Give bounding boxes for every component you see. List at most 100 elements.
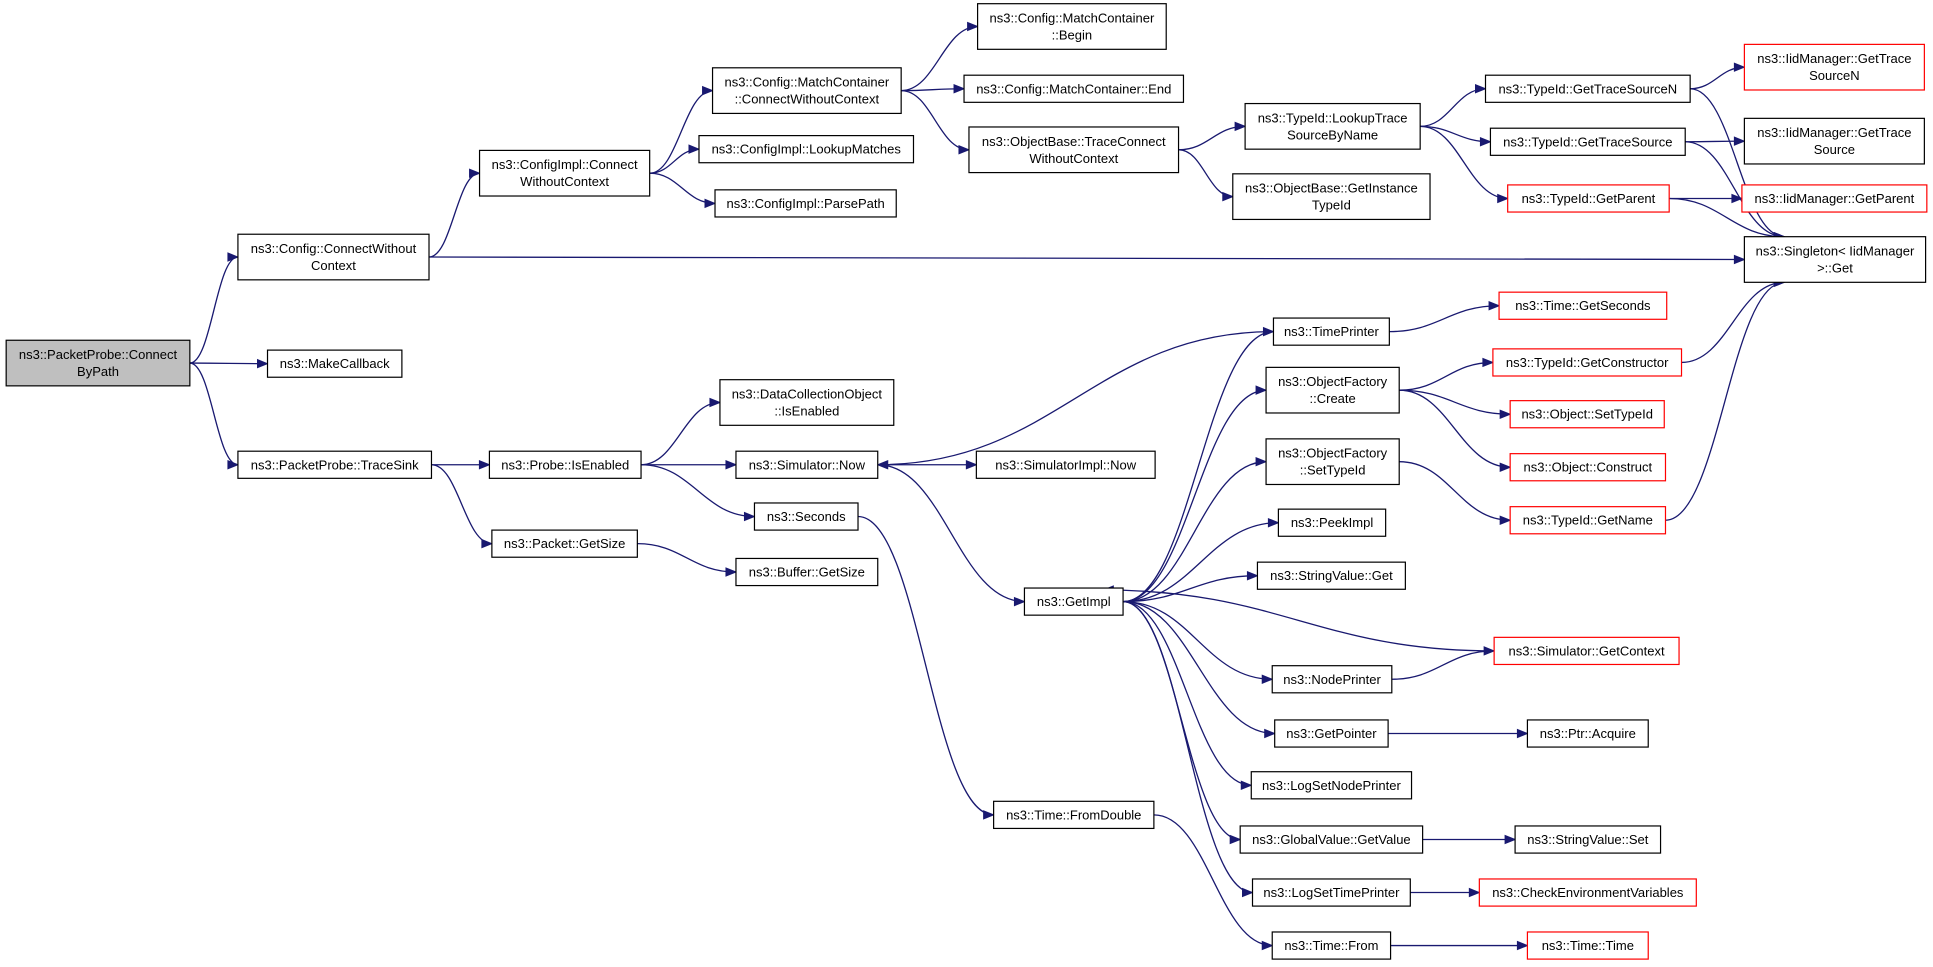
node-of-create[interactable]: ns3::ObjectFactory::Create <box>1265 366 1400 414</box>
node-buffer-getsize[interactable]: ns3::Buffer::GetSize <box>735 557 879 587</box>
arrowhead <box>1488 300 1501 311</box>
node-config-cwc[interactable]: ns3::Config::ConnectWithoutContext <box>237 233 430 281</box>
node-packet-getsize[interactable]: ns3::Packet::GetSize <box>491 529 638 558</box>
node-time-printer[interactable]: ns3::TimePrinter <box>1272 317 1390 346</box>
node-getimpl[interactable]: ns3::GetImpl <box>1023 587 1124 616</box>
node-node-printer[interactable]: ns3::NodePrinter <box>1271 665 1393 694</box>
node-peekimpl[interactable]: ns3::PeekImpl <box>1277 508 1387 537</box>
node-box <box>968 126 1180 174</box>
node-stringvalue-set[interactable]: ns3::StringValue::Set <box>1514 825 1662 854</box>
node-gv-getvalue[interactable]: ns3::GlobalValue::GetValue <box>1239 825 1424 854</box>
node-log-stp[interactable]: ns3::LogSetTimePrinter <box>1251 878 1411 907</box>
node-label: ns3::Config::ConnectWithout <box>251 241 417 256</box>
edge-time-printer-to-sim-now <box>877 330 1274 466</box>
arrowhead <box>1479 137 1492 147</box>
edge-getimpl-to-time-printer <box>1123 330 1274 603</box>
node-mc-end[interactable]: ns3::Config::MatchContainer::End <box>963 74 1185 103</box>
node-box <box>1256 561 1406 590</box>
node-parse-path[interactable]: ns3::ConfigImpl::ParsePath <box>714 189 897 218</box>
arrowhead <box>1267 517 1280 528</box>
edge-getimpl-to-get-pointer <box>1123 600 1275 735</box>
node-mc-begin[interactable]: ns3::Config::MatchContainer::Begin <box>976 3 1167 50</box>
node-box <box>1250 771 1413 800</box>
arrowhead <box>965 460 978 470</box>
arrowhead <box>1261 674 1274 685</box>
node-get-pointer[interactable]: ns3::GetPointer <box>1274 719 1389 748</box>
edge-tid-getname-to-singleton <box>1665 281 1785 521</box>
node-time-getseconds[interactable]: ns3::Time::GetSeconds <box>1498 291 1668 320</box>
node-label: ns3::StringValue::Set <box>1527 832 1649 847</box>
edge-getimpl-to-stringvalue-get <box>1123 575 1258 603</box>
node-stringvalue-get[interactable]: ns3::StringValue::Get <box>1256 561 1406 590</box>
node-make-callback[interactable]: ns3::MakeCallback <box>266 349 403 378</box>
node-tid-getconstructor[interactable]: ns3::TypeId::GetConstructor <box>1492 348 1683 377</box>
node-check-env[interactable]: ns3::CheckEnvironmentVariables <box>1478 878 1697 907</box>
arrowhead <box>967 21 979 32</box>
node-get-parent[interactable]: ns3::TypeId::GetParent <box>1507 184 1670 213</box>
node-get-tsn[interactable]: ns3::TypeId::GetTraceSourceN <box>1484 74 1691 103</box>
node-iid-gts[interactable]: ns3::IidManager::GetTraceSource <box>1743 117 1925 165</box>
arrowhead <box>478 460 491 470</box>
node-probe-enabled[interactable]: ns3::Probe::IsEnabled <box>488 450 642 479</box>
node-ptr-acquire[interactable]: ns3::Ptr::Acquire <box>1526 719 1649 748</box>
node-label: ::ConnectWithoutContext <box>735 92 880 107</box>
node-time-from[interactable]: ns3::Time::From <box>1271 931 1392 960</box>
node-ob-tcwc[interactable]: ns3::ObjectBase::TraceConnectWithoutCont… <box>968 126 1180 174</box>
arrowhead <box>1261 940 1274 951</box>
node-dco-enabled[interactable]: ns3::DataCollectionObject::IsEnabled <box>719 379 895 426</box>
node-box <box>1232 173 1431 221</box>
node-sim-getcontext[interactable]: ns3::Simulator::GetContext <box>1493 636 1680 666</box>
node-label: ns3::TypeId::LookupTrace <box>1258 110 1408 125</box>
edge-of-create-to-obj-construct <box>1399 389 1511 468</box>
node-obj-settypeid[interactable]: ns3::Object::SetTypeId <box>1509 400 1665 429</box>
node-simimpl-now[interactable]: ns3::SimulatorImpl::Now <box>975 450 1156 479</box>
node-get-ts[interactable]: ns3::TypeId::GetTraceSource <box>1489 127 1686 156</box>
node-label: ns3::Config::MatchContainer <box>990 11 1155 26</box>
node-log-snp[interactable]: ns3::LogSetNodePrinter <box>1250 771 1413 800</box>
node-label: ns3::StringValue::Get <box>1270 568 1393 583</box>
node-mc-cwc[interactable]: ns3::Config::MatchContainer::ConnectWith… <box>711 67 902 115</box>
arrowhead <box>1499 515 1512 525</box>
arrowhead <box>876 460 889 470</box>
node-configimpl-cwc[interactable]: ns3::ConfigImpl::ConnectWithoutContext <box>478 149 651 197</box>
edge-probe-enabled-to-seconds <box>641 464 755 518</box>
node-label: ns3::Config::MatchContainer <box>724 75 889 90</box>
node-label: ns3::TypeId::GetTraceSourceN <box>1498 81 1677 96</box>
node-label: TypeId <box>1312 198 1351 213</box>
edge-time-fromdouble-to-time-from <box>1153 814 1273 947</box>
arrowhead <box>958 145 971 155</box>
node-lookup-matches[interactable]: ns3::ConfigImpl::LookupMatches <box>698 135 915 164</box>
node-iid-gtsn[interactable]: ns3::IidManager::GetTraceSourceN <box>1743 43 1925 91</box>
edge-root-to-config-cwc <box>189 256 239 364</box>
node-trace-sink[interactable]: ns3::PacketProbe::TraceSink <box>237 450 433 479</box>
arrowhead <box>1468 887 1481 898</box>
node-of-settypeid[interactable]: ns3::ObjectFactory::SetTypeId <box>1265 438 1400 486</box>
arrowhead <box>983 810 995 820</box>
edge-getimpl-to-peekimpl <box>1123 522 1279 603</box>
node-obj-construct[interactable]: ns3::Object::Construct <box>1509 453 1667 482</box>
node-sim-now[interactable]: ns3::Simulator::Now <box>735 450 879 479</box>
arrowhead <box>1733 62 1746 72</box>
node-time-time[interactable]: ns3::Time::Time <box>1526 931 1649 960</box>
node-tid-getname[interactable]: ns3::TypeId::GetName <box>1509 506 1667 535</box>
edge-seconds-to-time-fromdouble <box>858 515 994 816</box>
node-box <box>491 529 638 558</box>
node-box <box>1514 825 1662 854</box>
node-label: ns3::ConfigImpl::Connect <box>492 157 638 172</box>
node-seconds[interactable]: ns3::Seconds <box>753 502 859 531</box>
node-label: WithoutContext <box>520 174 609 189</box>
edge-root-to-trace-sink <box>189 362 239 466</box>
edge-getimpl-to-log-snp <box>1123 600 1252 786</box>
node-time-fromdouble[interactable]: ns3::Time::FromDouble <box>993 800 1155 830</box>
node-iid-gp[interactable]: ns3::IidManager::GetParent <box>1741 184 1928 213</box>
arrowhead <box>1242 887 1254 898</box>
node-singleton[interactable]: ns3::Singleton< IidManager >::Get <box>1743 236 1927 283</box>
arrowhead <box>1516 728 1529 739</box>
node-box <box>1743 43 1925 91</box>
node-label: ns3::PacketProbe::TraceSink <box>251 457 419 472</box>
node-label: ns3::Probe::IsEnabled <box>501 457 629 472</box>
node-box <box>993 800 1155 830</box>
